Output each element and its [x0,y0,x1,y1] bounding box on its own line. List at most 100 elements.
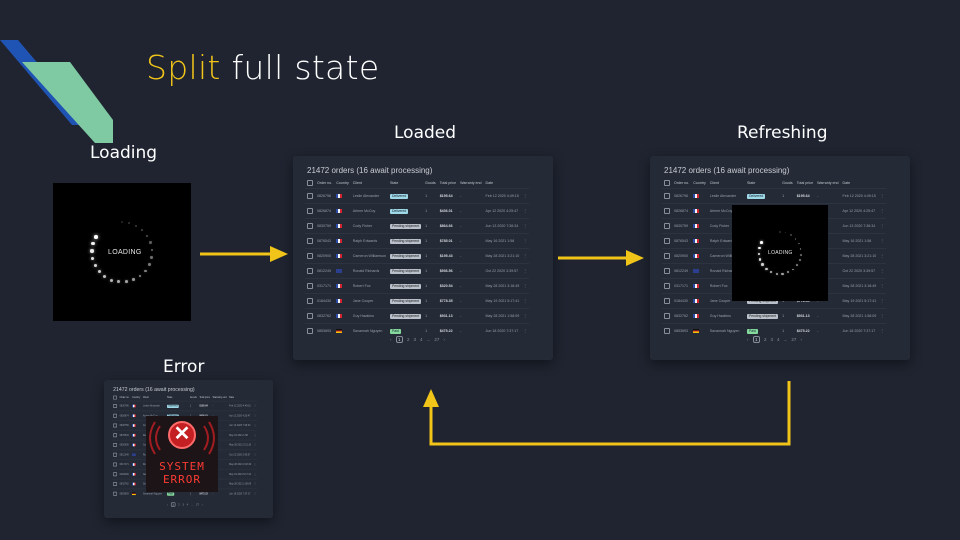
row-checkbox[interactable] [113,481,117,486]
more-options-icon[interactable]: ⋮ [523,299,527,303]
more-options-icon[interactable]: ⋮ [253,453,257,457]
more-options-icon[interactable]: ⋮ [523,314,527,318]
next-page-button[interactable]: › [201,502,203,507]
row-checkbox[interactable] [664,312,670,319]
more-options-icon[interactable]: ⋮ [253,443,257,447]
more-options-icon[interactable]: ⋮ [880,224,884,228]
prev-page-button[interactable]: ‹ [747,337,749,342]
select-all-checkbox[interactable] [664,179,670,186]
column-header[interactable]: Warranty end [212,396,227,399]
page-button[interactable]: 2 [178,502,180,507]
more-options-icon[interactable]: ⋮ [253,433,257,437]
column-header[interactable]: Client [142,396,149,399]
page-button[interactable]: 4 [186,502,189,507]
row-checkbox[interactable] [307,222,313,229]
row-checkbox[interactable] [307,327,313,334]
more-options-icon[interactable]: ⋮ [253,463,257,466]
page-button[interactable]: 1 [395,336,404,343]
column-header[interactable]: Goods [782,181,793,185]
more-options-icon[interactable]: ⋮ [880,314,884,318]
column-header[interactable]: Warranty end [460,181,482,185]
row-checkbox[interactable] [113,413,117,418]
prev-page-button[interactable]: ‹ [390,337,392,342]
column-header[interactable]: Country [132,396,141,399]
page-button[interactable]: ... [426,337,431,342]
column-header[interactable]: Date [842,181,851,185]
select-all-checkbox[interactable] [307,179,313,186]
row-checkbox[interactable] [113,442,117,447]
column-header[interactable]: Total price [199,396,211,399]
more-options-icon[interactable]: ⋮ [523,269,527,273]
page-button[interactable]: 4 [420,337,423,342]
more-options-icon[interactable]: ⋮ [880,329,884,333]
column-header[interactable]: Client [709,181,719,185]
row-checkbox[interactable] [113,471,117,476]
page-button[interactable]: 2 [407,337,410,342]
column-header[interactable]: Warranty end [817,181,839,185]
more-options-icon[interactable]: ⋮ [523,194,527,198]
row-checkbox[interactable] [113,452,117,457]
row-checkbox[interactable] [113,432,117,437]
row-checkbox[interactable] [307,237,313,244]
column-header[interactable]: Total price [796,181,814,185]
more-options-icon[interactable]: ⋮ [253,414,257,418]
column-header[interactable]: Date [229,396,235,399]
row-checkbox[interactable] [307,312,313,319]
more-options-icon[interactable]: ⋮ [253,424,257,427]
next-page-button[interactable]: › [800,337,802,342]
more-options-icon[interactable]: ⋮ [880,209,884,213]
more-options-icon[interactable]: ⋮ [880,269,884,273]
column-header[interactable]: State [389,181,399,185]
row-checkbox[interactable] [664,297,670,304]
row-checkbox[interactable] [113,423,117,428]
page-button[interactable]: 27 [791,337,797,342]
more-options-icon[interactable]: ⋮ [880,194,884,198]
column-header[interactable]: Date [485,181,494,185]
page-button[interactable]: 3 [770,337,774,342]
column-header[interactable]: Order no. [317,181,333,185]
row-checkbox[interactable] [664,282,670,289]
column-header[interactable]: Order no. [119,396,130,399]
more-options-icon[interactable]: ⋮ [523,284,527,288]
row-checkbox[interactable] [307,282,313,289]
row-checkbox[interactable] [664,252,670,259]
column-header[interactable]: Country [336,181,349,185]
column-header[interactable]: Goods [189,396,197,399]
page-button[interactable]: 3 [182,502,184,507]
column-header[interactable]: State [746,181,756,185]
page-button[interactable]: ... [783,337,788,342]
next-page-button[interactable]: › [443,337,445,342]
row-checkbox[interactable] [664,207,670,214]
page-button[interactable]: ... [190,502,194,507]
more-options-icon[interactable]: ⋮ [880,239,884,243]
more-options-icon[interactable]: ⋮ [880,254,884,258]
page-button[interactable]: 27 [195,502,200,507]
row-checkbox[interactable] [113,403,117,408]
more-options-icon[interactable]: ⋮ [253,482,257,486]
row-checkbox[interactable] [307,267,313,274]
page-button[interactable]: 1 [170,502,176,507]
more-options-icon[interactable]: ⋮ [523,254,527,258]
page-button[interactable]: 3 [413,337,417,342]
column-header[interactable]: Total price [439,181,457,185]
row-checkbox[interactable] [664,237,670,244]
select-all-checkbox[interactable] [113,395,117,400]
column-header[interactable]: Client [352,181,362,185]
page-button[interactable]: 2 [764,337,767,342]
page-button[interactable]: 27 [434,337,440,342]
row-checkbox[interactable] [113,462,117,467]
row-checkbox[interactable] [664,267,670,274]
